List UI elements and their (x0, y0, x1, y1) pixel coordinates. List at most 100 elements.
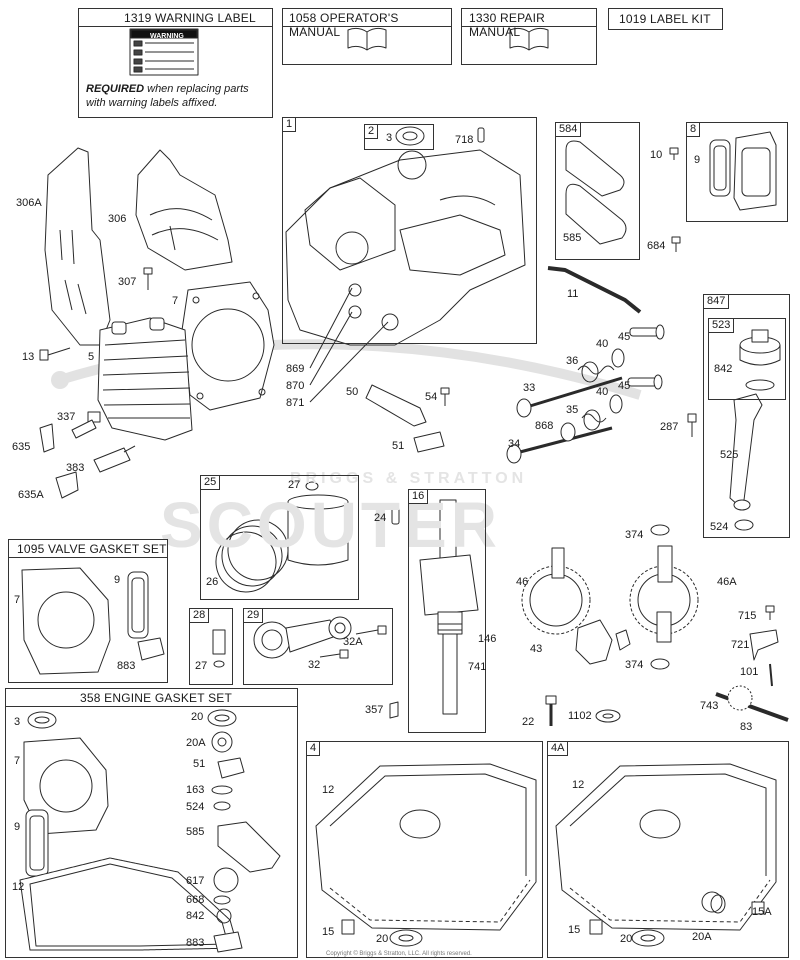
plug-15a (341, 919, 355, 935)
kit-358-gasket-585 (217, 821, 281, 873)
retainer-40b (609, 394, 623, 414)
bolt-307 (143, 267, 153, 290)
seal-374b (650, 658, 670, 670)
valve-spring-36 (577, 361, 615, 383)
dipstick-tube-50 (365, 384, 427, 427)
kit-358-oring-668 (213, 895, 231, 905)
operators-manual-title: 1058 OPERATOR'S MANUAL (289, 11, 399, 39)
label-kit-box: 1019 LABEL KIT (608, 8, 723, 30)
callout-870: 870 (286, 380, 305, 392)
fitting-635 (39, 423, 55, 453)
callout-45a: 45 (618, 331, 631, 343)
tag-25: 25 (200, 475, 221, 490)
group-box-16 (408, 489, 486, 733)
valve-gasket-set-box (8, 539, 168, 683)
bolt-22 (545, 695, 557, 726)
callout-83: 83 (740, 721, 753, 733)
callout-50: 50 (346, 386, 359, 398)
governor-43 (575, 619, 631, 665)
callout-set-883: 883 (186, 937, 205, 949)
callout-525: 525 (720, 449, 739, 461)
kit-358-gasket-883 (213, 931, 243, 953)
callout-45b: 45 (618, 380, 631, 392)
callout-3: 3 (386, 132, 393, 144)
kit-358-oring-524 (213, 801, 231, 811)
bolt-13 (39, 347, 71, 361)
crankshaft-16 (419, 499, 479, 715)
o-ring-842a (745, 379, 775, 391)
callout-set-842: 842 (186, 910, 205, 922)
plug-15b (589, 919, 603, 935)
label-kit-title: 1019 LABEL KIT (619, 12, 711, 26)
callout-46A: 46A (717, 576, 737, 588)
callout-869: 869 (286, 363, 305, 375)
callout-357: 357 (365, 704, 384, 716)
operators-manual-header: 1058 OPERATOR'S MANUAL (282, 8, 452, 39)
engine-gasket-set-box (5, 688, 298, 958)
callout-40a: 40 (596, 338, 609, 350)
callout-383: 383 (66, 462, 85, 474)
seal-20c (631, 929, 665, 947)
kit-358-seal-20 (207, 709, 237, 727)
seal-868 (560, 422, 576, 442)
callout-sump4A-15: 15 (568, 924, 581, 936)
bolt-32A (355, 625, 387, 635)
warning-note-bold: REQUIRED (86, 83, 145, 95)
kit-358-seal-20A (211, 731, 233, 753)
tag-523: 523 (708, 318, 735, 333)
seal-374a (650, 524, 670, 536)
lever-721 (749, 629, 779, 661)
callout-337: 337 (57, 411, 76, 423)
warning-card-heading: WARNING (150, 33, 184, 40)
watermark-site: SCOUTER (160, 489, 501, 561)
callout-sump4-12: 12 (322, 784, 335, 796)
spark-plug-337 (71, 411, 101, 439)
breather-cover-8 (733, 131, 777, 211)
gasket-51 (413, 431, 445, 453)
washer-1102 (595, 709, 621, 723)
callout-307: 307 (118, 276, 137, 288)
callout-43: 43 (530, 643, 543, 655)
callout-715: 715 (738, 610, 757, 622)
tag-16: 16 (408, 489, 429, 504)
group-box-1 (282, 117, 537, 344)
callout-kit-9: 9 (114, 574, 121, 586)
group-box-523 (708, 318, 786, 400)
callout-34: 34 (508, 438, 521, 450)
kit-358-gasket-51 (217, 757, 245, 779)
tag-4A: 4A (547, 741, 569, 756)
screw-715 (765, 605, 775, 620)
callout-743: 743 (700, 700, 719, 712)
watermark-dot (51, 371, 69, 389)
callout-868: 868 (535, 420, 554, 432)
bolt-32 (319, 649, 349, 659)
screw-684 (671, 236, 681, 252)
callout-sump4A-12: 12 (572, 779, 585, 791)
callout-9: 9 (694, 154, 701, 166)
warning-note-rest: when replacing parts (144, 83, 249, 95)
callout-741: 741 (468, 661, 487, 673)
fill-cap-523 (739, 329, 781, 366)
pin-718 (477, 127, 485, 143)
valve-33 (516, 376, 623, 418)
head-gasket-7 (181, 281, 275, 411)
callout-26: 26 (206, 576, 219, 588)
engine-block-1 (285, 149, 526, 346)
governor-shaft-83 (715, 685, 789, 722)
kit-358-gasket-163 (211, 785, 233, 795)
repair-manual-header: 1330 REPAIR MANUAL (461, 8, 597, 39)
group-box-847 (703, 294, 790, 538)
callout-set-585: 585 (186, 826, 205, 838)
callout-11: 11 (567, 288, 579, 300)
warning-note: REQUIRED when replacing parts with warni… (86, 82, 249, 110)
kit-1095-gasket-9 (127, 571, 149, 639)
cam-gear-46 (521, 547, 591, 635)
tag-584: 584 (555, 122, 582, 137)
callout-10: 10 (650, 149, 663, 161)
kit-1095-head-gasket-7 (21, 567, 111, 675)
tappet-45b (627, 374, 663, 390)
callout-1102: 1102 (568, 710, 592, 722)
screw-10 (669, 147, 679, 160)
callout-101: 101 (740, 666, 759, 678)
